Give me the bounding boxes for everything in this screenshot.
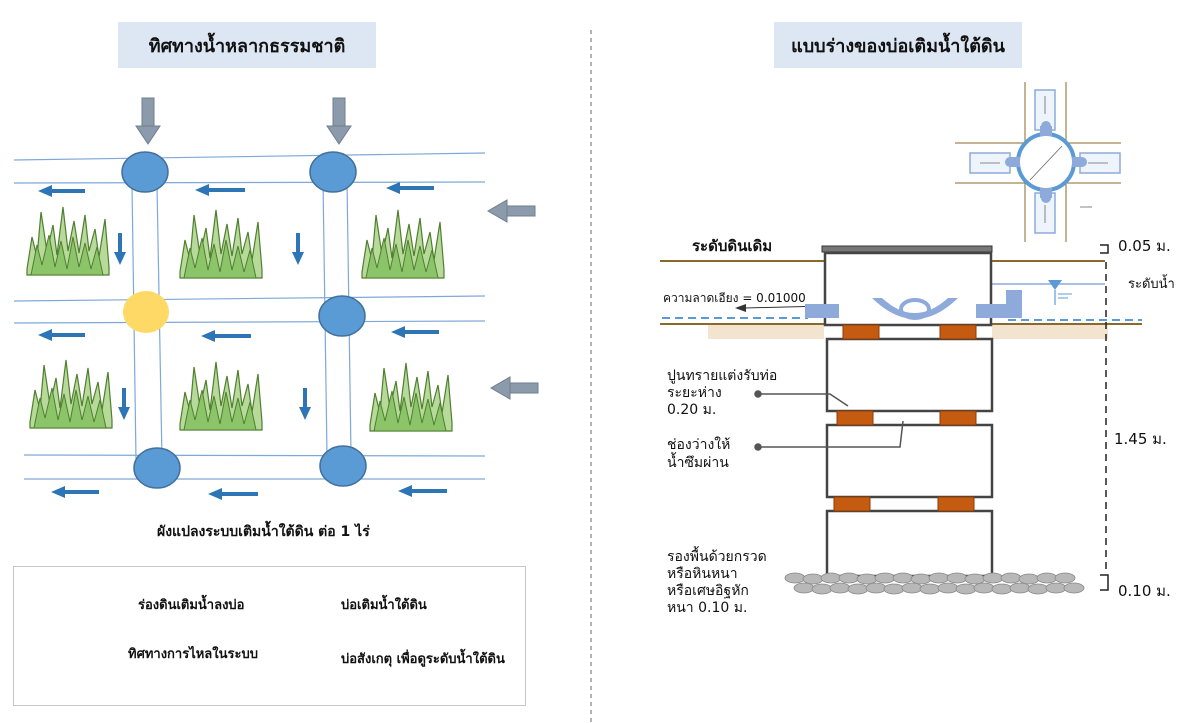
inflow-arrow-right-2 [490, 376, 539, 400]
flow-arrow-down [118, 388, 130, 420]
well-ring [825, 337, 994, 413]
base-label-2: หรือหินหนา [667, 566, 738, 582]
gravel-base [784, 572, 1085, 595]
mortar-label-1: ปูนทรายแต่งรับท่อ [667, 368, 778, 384]
slope-label: ความลาดเอียง = 0.01000 [663, 291, 806, 305]
legend-flow-label: ทิศทางการไหลในระบบ [128, 647, 258, 662]
flow-arrow-down [299, 388, 311, 420]
flow-arrow [391, 326, 439, 338]
spacer-blocks [833, 324, 977, 512]
right-panel-title: แบบร่างของบ่อเติมน้ำใต้ดิน [774, 22, 1022, 68]
soil-band-left [708, 323, 824, 339]
left-title-text: ทิศทางน้ำหลากธรรมชาติ [148, 35, 346, 57]
flow-arrow [208, 488, 258, 500]
mortar-label-3: 0.20 ม. [667, 402, 717, 418]
right-title-text: แบบร่างของบ่อเติมน้ำใต้ดิน [791, 35, 1005, 57]
well-ring [825, 423, 994, 499]
flow-arrows [38, 182, 447, 500]
recharge-well [133, 447, 181, 489]
legend-well-label: บ่อเติมน้ำใต้ดิน [341, 598, 427, 613]
flow-arrow [398, 485, 447, 497]
flow-arrow [195, 184, 245, 196]
legend [13, 566, 526, 706]
inflow-arrow-right-1 [487, 199, 536, 223]
gap-label-2: น้ำซึมผ่าน [667, 455, 729, 471]
dimension-lines [1100, 244, 1109, 591]
dimension-bottom: 0.10 ม. [1118, 582, 1171, 600]
flow-arrow-down [292, 233, 304, 265]
grass-clump [179, 361, 263, 431]
plan-view [13, 97, 539, 500]
dimension-top: 0.05 ม. [1118, 237, 1171, 255]
base-label-1: รองพื้นด้วยกรวด [667, 549, 767, 565]
inflow-arrow-top-1 [135, 97, 161, 145]
flow-arrow [386, 182, 434, 194]
horizontal-channels [13, 152, 486, 480]
inflow-arrows [135, 97, 539, 400]
flow-arrow [51, 486, 99, 498]
legend-channel-label: ร่องดินเติมน้ำลงบ่อ [138, 598, 245, 613]
inlet-pipe-left [805, 304, 839, 318]
water-level-symbol [1048, 280, 1062, 290]
well-cross-section [660, 244, 1142, 595]
grass-clump [26, 206, 110, 276]
gap-label-1: ช่องว่างให้ [667, 437, 731, 453]
well-top-plan [955, 82, 1121, 242]
base-label-3: หรือเศษอิฐหัก [667, 583, 749, 599]
grass-clump [29, 359, 113, 429]
recharge-wells [121, 151, 367, 489]
mortar-label-2: ระยะห่าง [667, 385, 722, 401]
plan-caption: ผังแปลงระบบเติมน้ำใต้ดิน ต่อ 1 ไร่ [157, 524, 370, 540]
observation-well [123, 291, 169, 333]
water-level-label: ระดับน้ำ [1128, 277, 1175, 292]
flow-arrow-down [114, 233, 126, 265]
well-ring-bottom [825, 509, 994, 578]
legend-observation-label: บ่อสังเกตุ เพื่อดูระดับน้ำใต้ดิน [341, 652, 505, 667]
base-label-4: หนา 0.10 ม. [667, 600, 748, 616]
inflow-arrow-top-2 [326, 97, 352, 145]
dimension-middle: 1.45 ม. [1114, 430, 1167, 448]
flow-arrow [38, 329, 85, 341]
recharge-well [309, 151, 357, 193]
recharge-well [121, 151, 169, 193]
grass-clump [369, 362, 453, 432]
recharge-well [318, 295, 366, 337]
splash-bowl [872, 298, 958, 319]
flow-arrow [38, 185, 85, 197]
left-panel-title: ทิศทางน้ำหลากธรรมชาติ [118, 22, 376, 68]
well-plan-circle [1016, 132, 1076, 192]
recharge-well [319, 445, 367, 487]
well-lid [821, 245, 993, 253]
grass-clump [361, 209, 445, 279]
leader-lines [754, 390, 904, 451]
original-ground-label: ระดับดินเดิม [692, 237, 773, 255]
flow-arrow [201, 330, 251, 342]
soil-band-right [992, 323, 1108, 339]
